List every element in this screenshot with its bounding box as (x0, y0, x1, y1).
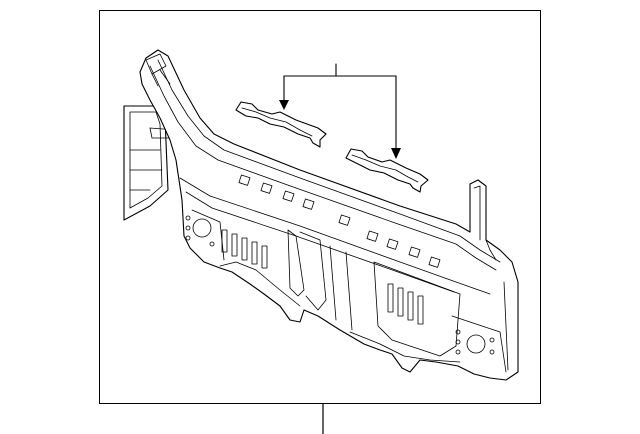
callout-leader-brackets (279, 63, 401, 159)
right-hole-cluster (451, 315, 507, 373)
panel-slot-row (238, 174, 441, 268)
left-hole-cluster (185, 209, 225, 261)
rear-panel-assembly-drawing (123, 49, 519, 381)
diagram-frame (99, 10, 541, 404)
right-vent-slots (373, 261, 461, 357)
upper-reinforcement-bracket-right (345, 148, 429, 193)
left-vent-slots (221, 229, 268, 269)
upper-reinforcement-bracket-left (235, 101, 327, 148)
